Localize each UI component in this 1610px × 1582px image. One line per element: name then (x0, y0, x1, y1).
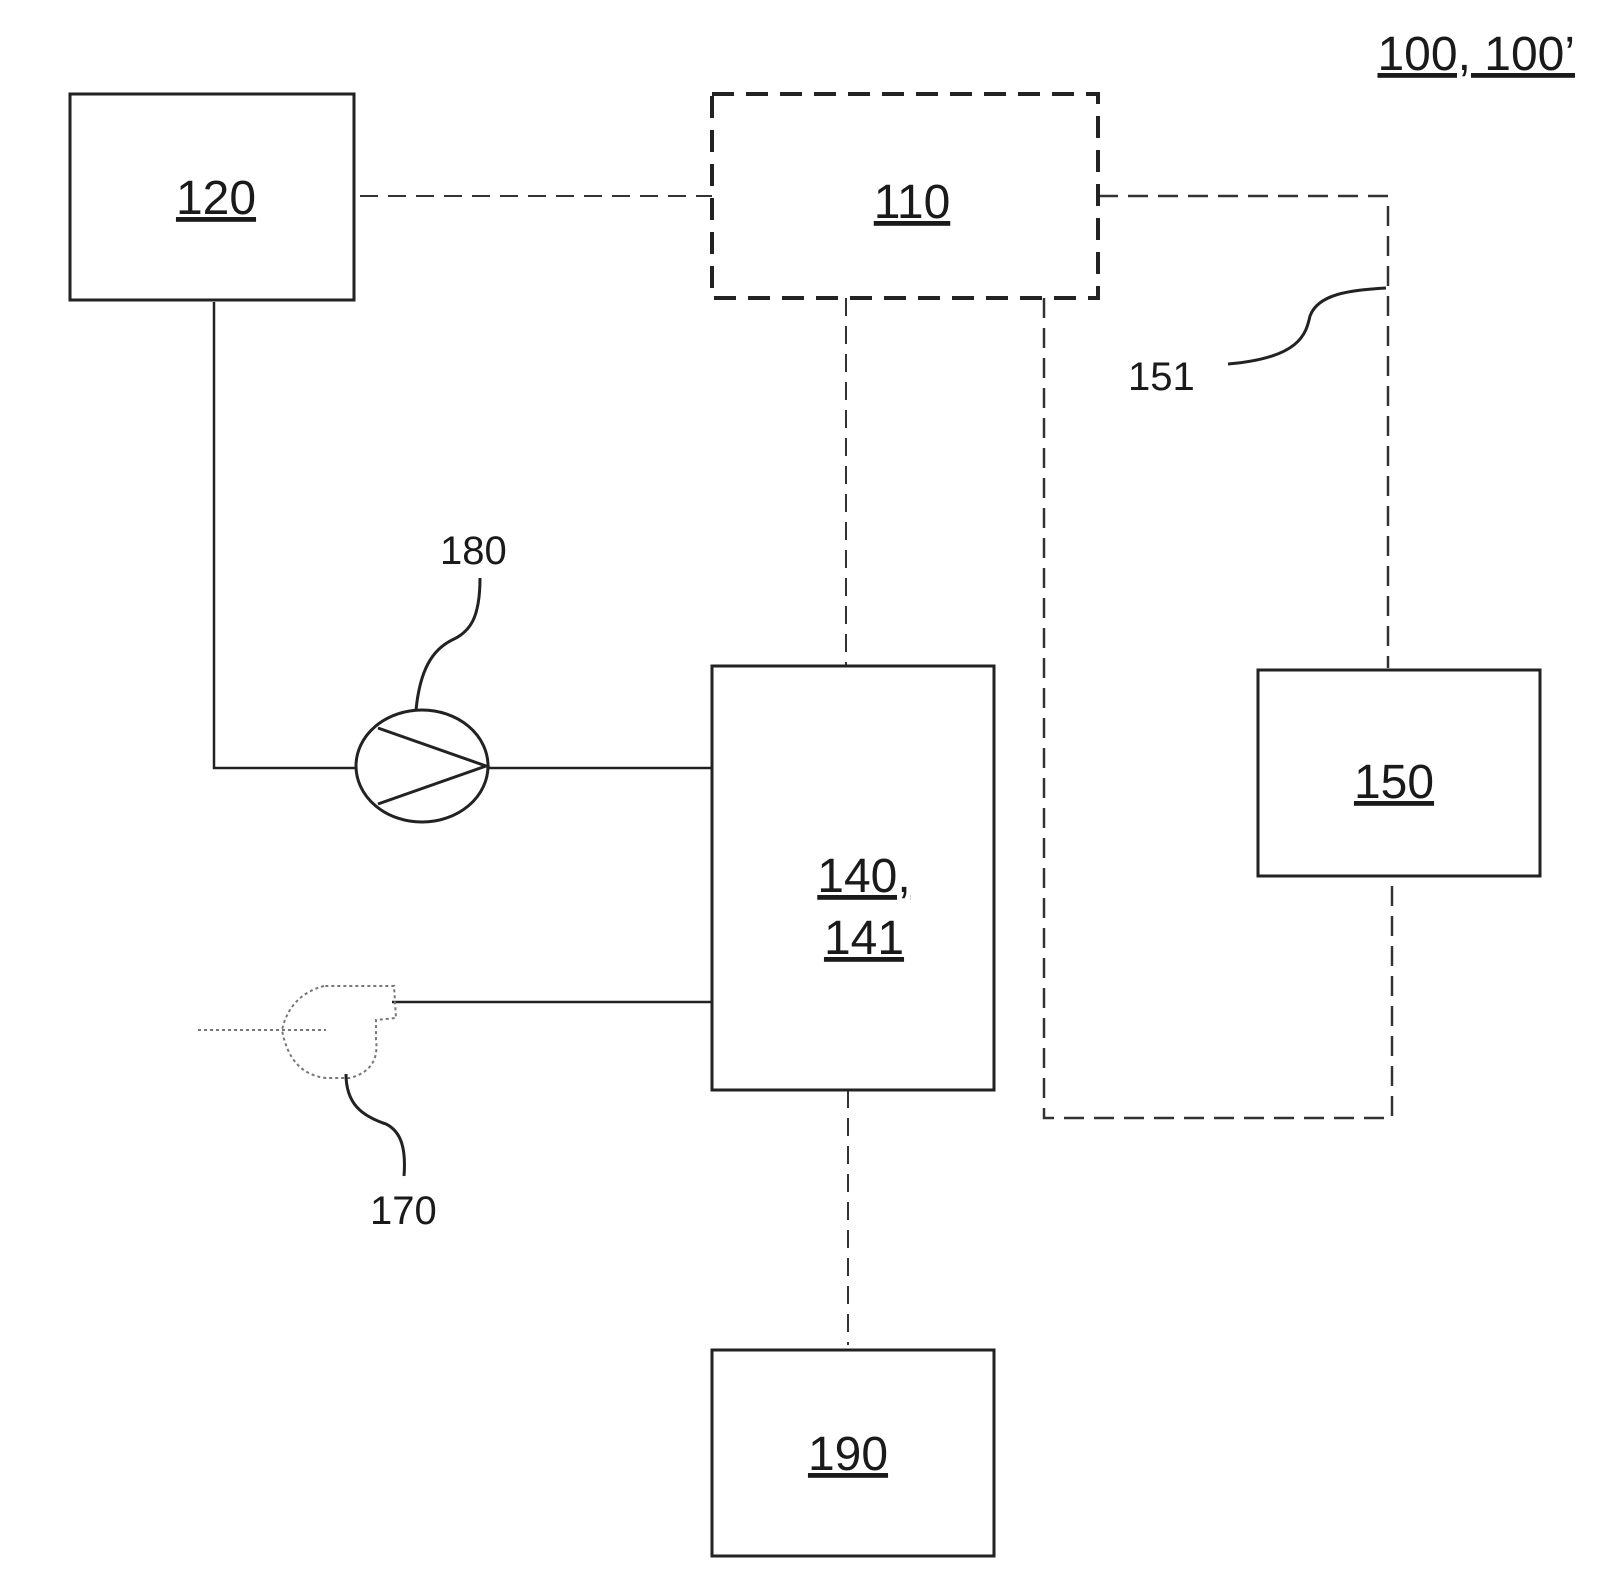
callout-170: 170 (370, 1189, 437, 1233)
callout-151: 151 (1128, 355, 1195, 399)
leader-180 (416, 578, 480, 710)
callout-180: 180 (440, 529, 507, 573)
leader-151 (1228, 288, 1386, 364)
link-110-150 (1098, 196, 1388, 668)
leader-170 (346, 1074, 404, 1176)
box-190-label: 190 (808, 1428, 888, 1481)
box-140-label-line1: 140, (817, 850, 910, 903)
pump-icon (356, 710, 488, 822)
blower-icon (282, 986, 396, 1078)
link-120-pump (214, 302, 356, 768)
box-140-label-line2: 141 (824, 912, 904, 965)
box-120-label: 120 (176, 172, 256, 225)
box-150-label: 150 (1354, 756, 1434, 809)
box-110-label: 110 (874, 176, 951, 229)
figure-reference-label: 100, 100’ (1377, 28, 1575, 81)
